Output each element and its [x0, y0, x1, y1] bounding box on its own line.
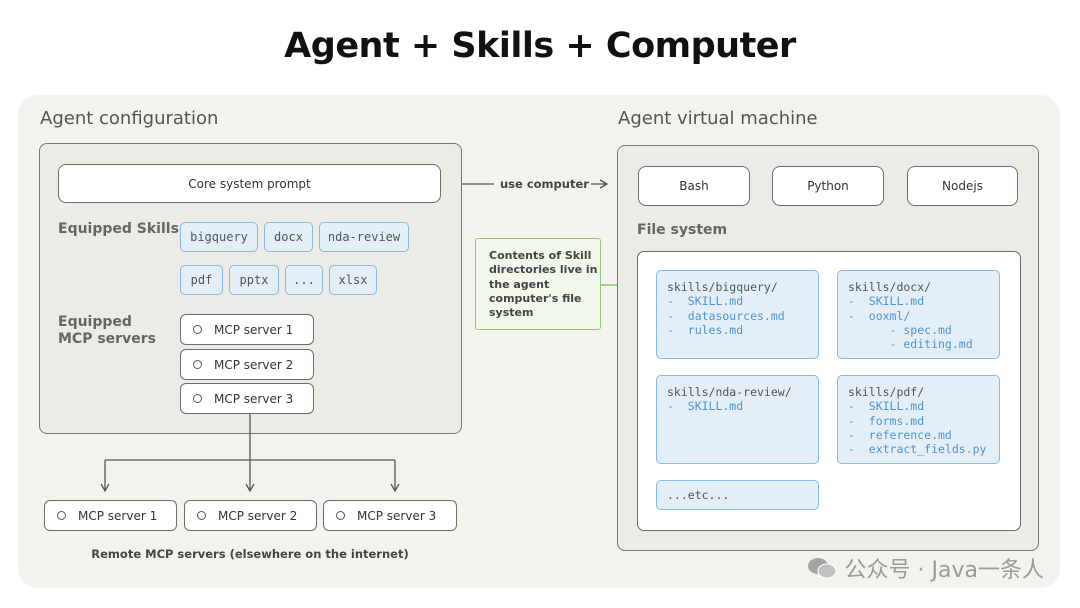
skill-directory: skills/nda-review/- SKILL.md	[656, 375, 819, 464]
file-entry: - SKILL.md	[848, 294, 925, 309]
file-entry: - rules.md	[667, 322, 744, 337]
agent-config-heading: Agent configuration	[40, 108, 219, 129]
dir-name: skills/docx/	[848, 280, 932, 294]
mcp-server-label: MCP server 3	[214, 391, 294, 406]
note-box: Contents of Skill directories live in th…	[475, 238, 601, 330]
core-system-prompt: Core system prompt	[58, 164, 441, 203]
circle-icon	[193, 394, 202, 403]
file-entry: - editing.md	[848, 337, 973, 352]
page-title: Agent + Skills + Computer	[284, 26, 796, 66]
watermark: 公众号 · Java一条人	[807, 552, 1044, 584]
equipped-skills-label: Equipped Skills	[58, 221, 179, 237]
watermark-text: 公众号 · Java一条人	[844, 558, 1044, 583]
dir-name: skills/pdf/	[848, 385, 925, 399]
file-entry: - spec.md	[848, 322, 952, 337]
file-entry: - reference.md	[848, 427, 952, 442]
circle-icon	[197, 511, 206, 520]
mcp-server-item: MCP server 3	[180, 383, 314, 414]
dir-name: skills/bigquery/	[667, 280, 778, 294]
runtime-python: Python	[772, 166, 884, 206]
file-system-label: File system	[637, 222, 728, 238]
remote-server-label: MCP server 3	[357, 508, 437, 523]
equipped-mcp-label: Equipped MCP servers	[58, 314, 156, 347]
file-entry: - SKILL.md	[667, 294, 744, 309]
remote-mcp-server: MCP server 2	[184, 500, 317, 531]
skill-directory: skills/bigquery/- SKILL.md- datasources.…	[656, 270, 819, 359]
runtime-bash: Bash	[638, 166, 750, 206]
etc-directory: ...etc...	[656, 480, 819, 510]
skill-chip: xlsx	[329, 265, 377, 295]
skill-chip: pdf	[180, 265, 223, 295]
skill-chip: bigquery	[180, 222, 258, 252]
file-entry: - ooxml/	[848, 308, 911, 323]
mcp-server-label: MCP server 1	[214, 322, 294, 337]
circle-icon	[57, 511, 66, 520]
remote-mcp-server: MCP server 1	[44, 500, 177, 531]
file-entry: - datasources.md	[667, 308, 785, 323]
remote-server-label: MCP server 2	[218, 508, 298, 523]
arrow-down-icon	[100, 483, 400, 493]
file-entry: - extract_fields.py	[848, 442, 987, 457]
vm-heading: Agent virtual machine	[618, 108, 818, 129]
skill-directory: skills/pdf/- SKILL.md- forms.md- referen…	[837, 375, 1000, 464]
file-entry: - forms.md	[848, 413, 925, 428]
mcp-server-label: MCP server 2	[214, 357, 294, 372]
use-computer-label: use computer	[498, 177, 591, 191]
runtime-nodejs: Nodejs	[907, 166, 1018, 206]
circle-icon	[193, 325, 202, 334]
skill-chip: nda-review	[319, 222, 409, 252]
wechat-icon	[807, 558, 837, 579]
mcp-connector-lines	[104, 414, 396, 490]
file-entry: - SKILL.md	[667, 399, 744, 414]
skill-directory: skills/docx/- SKILL.md- ooxml/ - spec.md…	[837, 270, 1000, 359]
skill-chip: pptx	[229, 265, 279, 295]
circle-icon	[336, 511, 345, 520]
remote-caption: Remote MCP servers (elsewhere on the int…	[91, 547, 409, 561]
mcp-server-item: MCP server 1	[180, 314, 314, 345]
skill-chip: docx	[264, 222, 313, 252]
remote-mcp-server: MCP server 3	[323, 500, 457, 531]
skill-chip: ...	[285, 265, 323, 295]
remote-server-label: MCP server 1	[78, 508, 158, 523]
dir-name: skills/nda-review/	[667, 385, 792, 399]
circle-icon	[193, 360, 202, 369]
mcp-server-item: MCP server 2	[180, 349, 314, 380]
file-entry: - SKILL.md	[848, 399, 925, 414]
